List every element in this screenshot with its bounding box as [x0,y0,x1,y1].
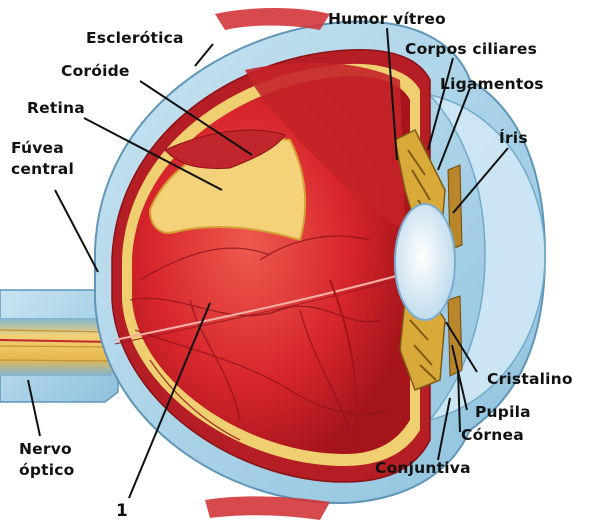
label-cristalino: Cristalino [487,370,573,389]
top-muscle [215,8,330,30]
label-cornea: Córnea [461,426,524,445]
label-number-1: 1 [116,502,128,521]
label-ligamentos: Ligamentos [440,75,544,94]
label-nervo-line2: óptico [19,461,75,480]
label-retina: Retina [27,99,85,118]
label-pupila: Pupila [475,403,531,422]
label-nervo-line1: Nervo [19,440,72,459]
bottom-muscle [205,496,330,520]
label-coroide: Coróide [61,62,130,81]
label-iris: Íris [499,129,528,148]
label-humor-vitreo: Humor vítreo [328,10,446,29]
label-conjuntiva: Conjuntiva [375,459,471,478]
label-esclerotica: Esclerótica [86,29,184,48]
lens [395,204,455,320]
label-fuvea-line2: central [11,160,74,179]
label-corpos-ciliares: Corpos ciliares [405,40,537,59]
label-fuvea-line1: Fúvea [11,139,64,158]
